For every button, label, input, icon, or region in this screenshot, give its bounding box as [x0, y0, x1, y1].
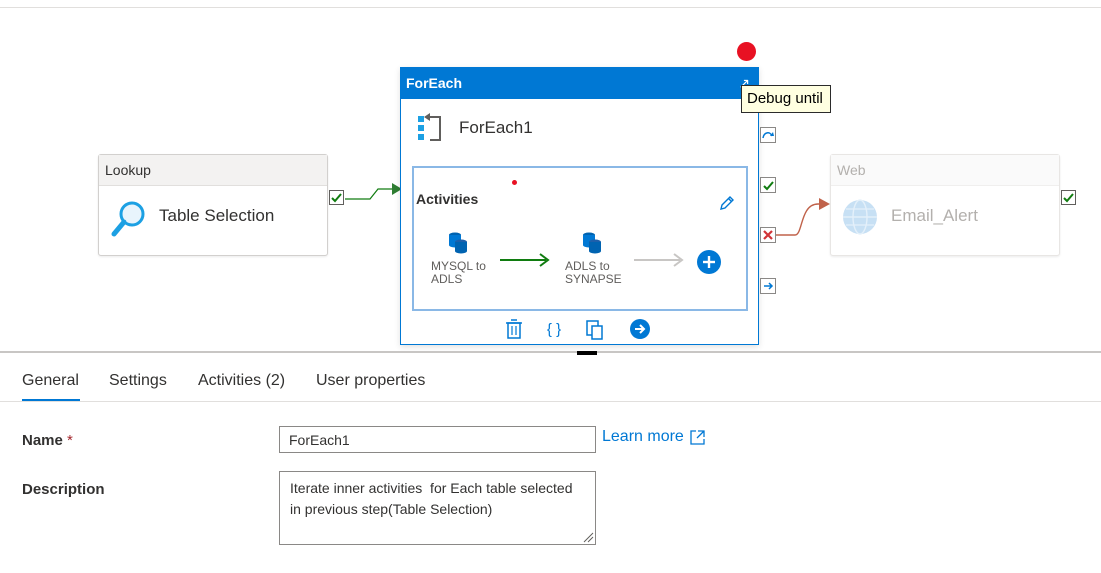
add-activity-icon[interactable]	[696, 249, 722, 275]
success-output-button[interactable]	[760, 177, 776, 193]
activity-adls-to-synapse[interactable]: ADLS to SYNAPSE	[565, 259, 622, 286]
panel-splitter[interactable]	[0, 351, 1101, 353]
collapse-icon[interactable]: ↗	[738, 75, 750, 91]
inner-activities-panel[interactable]: Activities MYSQL to ADLS	[412, 166, 748, 311]
failure-output-button[interactable]	[760, 227, 776, 243]
name-input[interactable]	[279, 426, 596, 453]
name-label-text: Name	[22, 432, 63, 449]
learn-more-text: Learn more	[602, 428, 684, 445]
debug-tooltip: Debug until	[741, 85, 831, 113]
web-type-label: Web	[831, 155, 1059, 186]
arrow-head	[392, 183, 402, 195]
foreach-type-label: ForEach	[406, 75, 463, 91]
foreach-failure-connector	[776, 203, 820, 236]
lookup-name: Table Selection	[159, 206, 275, 225]
skip-output-button[interactable]	[760, 127, 776, 143]
tab-settings[interactable]: Settings	[109, 372, 167, 389]
lookup-type-label: Lookup	[99, 155, 327, 186]
foreach-toolbar: { }	[401, 312, 758, 344]
globe-icon	[843, 199, 877, 235]
foreach-loop-icon	[418, 113, 441, 141]
cross-icon	[763, 230, 773, 240]
web-success-checkbox[interactable]	[1061, 190, 1076, 205]
pipeline-canvas[interactable]: Lookup Table Selection ForEach ↗ ForEach…	[0, 8, 1101, 352]
tab-user-properties[interactable]: User properties	[316, 372, 426, 389]
web-activity[interactable]: Web Email_Alert	[830, 154, 1060, 256]
breakpoint-marker	[512, 180, 517, 185]
delete-icon[interactable]	[503, 318, 525, 340]
name-label: Name *	[22, 432, 73, 449]
lookup-activity[interactable]: Lookup Table Selection	[98, 154, 328, 256]
copy-data-icon[interactable]	[447, 231, 469, 255]
search-icon	[111, 201, 145, 237]
connectors	[345, 183, 830, 236]
required-marker: *	[67, 432, 73, 449]
description-textarea[interactable]: Iterate inner activities for Each table …	[279, 471, 596, 545]
external-link-icon	[690, 429, 705, 445]
resize-grip-icon[interactable]	[582, 531, 594, 543]
pencil-icon[interactable]	[718, 194, 736, 212]
tab-activities[interactable]: Activities (2)	[198, 372, 286, 389]
arrow-head	[819, 198, 830, 210]
code-icon[interactable]: { }	[546, 320, 562, 338]
check-icon	[762, 180, 774, 190]
tab-general[interactable]: General	[22, 372, 79, 389]
web-name: Email_Alert	[891, 206, 978, 225]
foreach-activity[interactable]: ForEach ↗ ForEach1 Activities	[400, 67, 759, 345]
lookup-success-checkbox[interactable]	[329, 190, 344, 205]
properties-tabs: General Settings Activities (2) User pro…	[0, 362, 1101, 402]
navigate-arrow-icon[interactable]	[629, 318, 651, 340]
skip-icon	[762, 132, 774, 139]
breakpoint-dot[interactable]	[737, 42, 756, 61]
foreach-name: ForEach1	[459, 118, 533, 137]
success-arrow	[500, 253, 550, 267]
inner-activities-label: Activities	[416, 191, 479, 207]
active-tab-indicator	[22, 399, 80, 401]
lookup-success-connector	[345, 188, 392, 200]
check-icon	[1063, 193, 1074, 203]
copy-data-icon[interactable]	[581, 231, 603, 255]
learn-more-link[interactable]: Learn more	[602, 428, 705, 446]
activity-mysql-to-adls[interactable]: MYSQL to ADLS	[431, 259, 486, 286]
copy-icon[interactable]	[584, 318, 606, 340]
description-label: Description	[22, 481, 105, 498]
arrow-right-icon	[763, 282, 773, 290]
completion-output-button[interactable]	[760, 278, 776, 294]
pending-arrow	[634, 253, 684, 267]
splitter-handle[interactable]	[577, 351, 597, 355]
check-icon	[331, 193, 342, 203]
top-divider	[0, 7, 1101, 8]
